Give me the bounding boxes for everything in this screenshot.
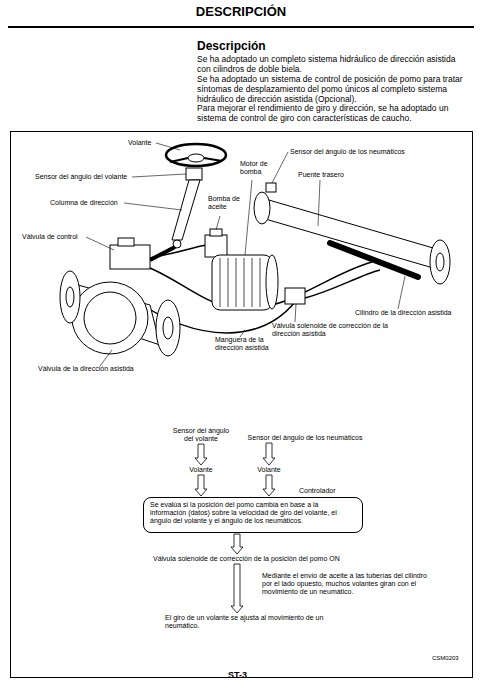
flow-step: Sensor del ángulo del volante xyxy=(170,427,232,443)
motor-end xyxy=(266,255,278,309)
hub-center xyxy=(163,317,173,339)
oil-pump-cap xyxy=(210,229,222,236)
hose xyxy=(305,270,380,298)
wheel-hub xyxy=(254,192,270,224)
hub-center xyxy=(66,287,74,307)
flow-step: El giro de un volante se ajusta al movim… xyxy=(165,614,355,630)
part-label: Bomba de aceite xyxy=(208,195,242,211)
body-paragraph: Para mejorar el rendimiento de giro y di… xyxy=(197,104,469,124)
pump-motor xyxy=(212,255,272,310)
steering-wheel xyxy=(166,144,226,166)
figure-code: CSM0203 xyxy=(432,655,459,662)
leader-line xyxy=(132,174,186,177)
steering-shaft xyxy=(150,247,175,260)
housing-ring xyxy=(84,292,136,344)
control-valve-cap xyxy=(118,238,134,246)
leader-line xyxy=(216,216,220,230)
node-text: Sensor del ángulo del volante xyxy=(170,427,232,443)
wheel-hub xyxy=(60,271,80,323)
body-paragraph: Se ha adoptado un completo sistema hidrá… xyxy=(197,55,469,75)
header-rule xyxy=(8,26,474,28)
node-text: Volante xyxy=(183,466,219,474)
part-label: Manguera de la dirección asistida xyxy=(215,336,287,352)
flow-arrow xyxy=(195,444,207,465)
leader-line xyxy=(156,143,180,150)
steering-column xyxy=(172,180,200,240)
part-label: Sensor del ángulo del volante xyxy=(35,173,127,181)
part-label: Motor de bomba xyxy=(240,160,273,176)
wheel-hub xyxy=(430,240,450,284)
motor-ribs xyxy=(220,258,260,307)
box-heading: Controlador xyxy=(299,487,336,495)
flow-arrow xyxy=(231,534,243,554)
flow-step: Válvula solenoide de corrección de la po… xyxy=(153,555,413,563)
control-valve xyxy=(110,245,150,269)
node-text: Válvula solenoide de corrección de la po… xyxy=(153,555,413,563)
part-label: Cilindro de la dirección asistida xyxy=(355,309,452,317)
part-label: Sensor del ángulo de los neumáticos xyxy=(290,148,405,156)
tire-angle-sensor xyxy=(266,183,276,192)
part-label: Válvula solenoide de corrección de la di… xyxy=(272,322,400,338)
leader-line xyxy=(295,304,296,322)
leader-line xyxy=(272,152,288,183)
solenoid-valve xyxy=(285,288,305,304)
oil-pump xyxy=(205,235,227,257)
wheel-spoke xyxy=(170,158,188,162)
power-cylinder xyxy=(330,243,418,277)
figure-frame xyxy=(11,132,473,678)
flow-arrow xyxy=(263,443,275,465)
part-label: Válvula de control xyxy=(22,233,78,241)
power-steering-valve-housing xyxy=(72,282,148,354)
leader-line xyxy=(124,203,182,210)
page-title: DESCRIPCIÓN xyxy=(0,5,482,20)
flow-step: Sensor del ángulo de los neumáticos xyxy=(238,434,372,442)
node-text: Se evalúa si la posición del pomo cambia… xyxy=(150,501,356,525)
flow-arrow xyxy=(263,475,275,496)
hub-center xyxy=(436,253,444,271)
flow-arrow xyxy=(231,564,243,613)
page-number: ST-3 xyxy=(228,670,247,680)
leader-line xyxy=(86,237,114,250)
part-label: Puente trasero xyxy=(298,171,344,179)
body-paragraph: Se ha adoptado un sistema de control de … xyxy=(197,75,469,104)
wheel-angle-sensor xyxy=(186,168,202,180)
leader-line xyxy=(318,180,320,226)
wheel-spoke xyxy=(204,158,222,161)
rear-axle xyxy=(262,198,440,270)
node-text: Volante xyxy=(251,466,287,474)
wheel-hub xyxy=(188,154,204,162)
flow-arrow xyxy=(195,475,207,496)
part-label: Válvula de la dirección asistida xyxy=(38,365,134,373)
leader-line xyxy=(245,180,252,255)
flow-step: Volante xyxy=(183,466,219,474)
part-label: Columna de dirección xyxy=(50,199,118,207)
leader-lines xyxy=(86,143,405,366)
leader-line xyxy=(240,330,245,337)
node-text: El giro de un volante se ajusta al movim… xyxy=(165,614,355,630)
flow-step: Volante xyxy=(251,466,287,474)
leader-line xyxy=(398,276,405,309)
leader-line xyxy=(100,350,112,366)
section-heading: Descripción xyxy=(197,40,266,54)
node-text: Sensor del ángulo de los neumáticos xyxy=(238,434,372,442)
part-label: Volante xyxy=(128,139,151,147)
process-box: ControladorSe evalúa si la posición del … xyxy=(143,497,363,533)
explanatory-note: Mediante el envío de aceite a las tuberí… xyxy=(262,572,427,596)
wheel-hub xyxy=(156,300,180,356)
